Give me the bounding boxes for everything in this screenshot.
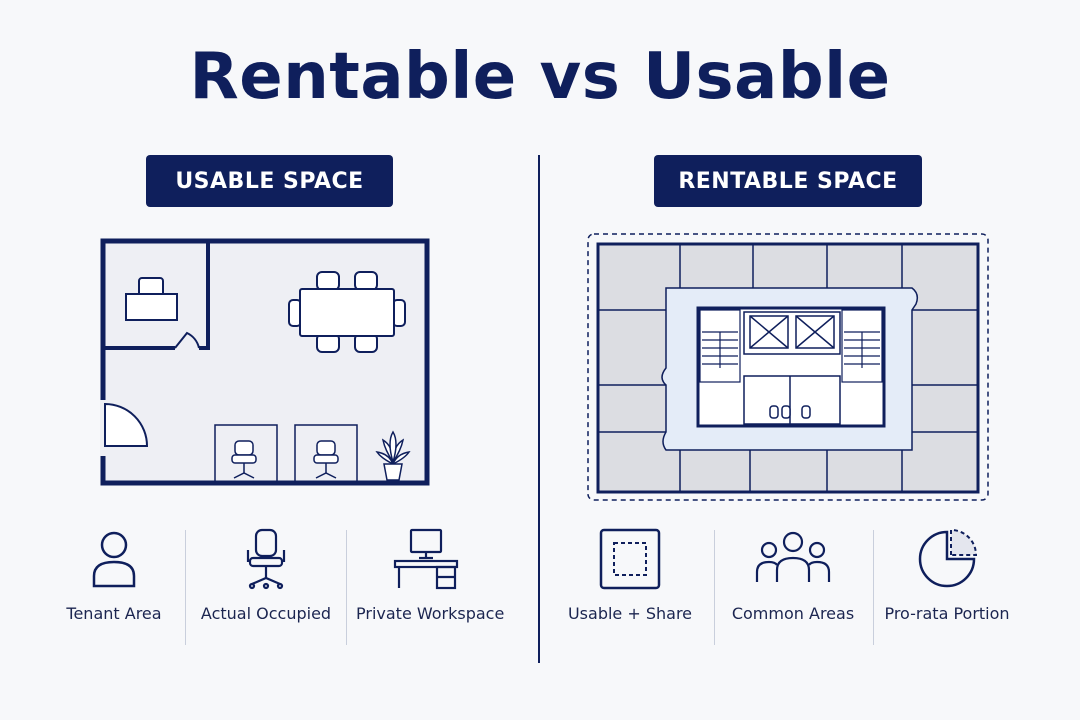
legend-actual-occupied: Actual Occupied (196, 528, 336, 623)
restrooms (743, 375, 841, 425)
legend-separator (714, 530, 715, 645)
pie-slice-icon (918, 528, 978, 588)
legend-label-pro-rata-portion: Pro-rata Portion (884, 604, 1010, 623)
rentable-space-floor-plan (587, 233, 989, 501)
legend-common-areas: Common Areas (724, 528, 862, 623)
legend-label-usable-share: Usable + Share (567, 604, 693, 623)
rentable-boundary (587, 233, 989, 501)
office-chair-icon (246, 528, 286, 590)
usable-space-badge: USABLE SPACE (146, 155, 393, 207)
usable-space-floor-plan (100, 238, 430, 486)
workstation-chair-1 (231, 440, 257, 479)
workstation-cubicles (214, 424, 358, 483)
legend-tenant-area: Tenant Area (56, 528, 172, 623)
group-icon (755, 531, 831, 582)
page-title: Rentable vs Usable (189, 40, 891, 114)
legend-label-private-workspace: Private Workspace (356, 604, 505, 623)
legend-separator (185, 530, 186, 645)
legend-label-common-areas: Common Areas (731, 604, 855, 623)
stairwell-left (699, 309, 741, 383)
private-office-walls (103, 241, 210, 350)
person-icon (92, 531, 136, 588)
legend-separator (346, 530, 347, 645)
potted-plant (375, 430, 411, 481)
office-desk (125, 277, 178, 321)
legend-usable-share: Usable + Share (566, 528, 694, 623)
entry-door (100, 400, 149, 456)
desk-computer-icon (393, 528, 459, 590)
legend-pro-rata-portion: Pro-rata Portion (876, 528, 1018, 623)
elevators (743, 311, 841, 355)
office-door (174, 331, 200, 349)
legend-private-workspace: Private Workspace (356, 528, 505, 623)
legend-label-actual-occupied: Actual Occupied (200, 604, 332, 623)
center-divider (538, 155, 540, 663)
workstation-chair-2 (313, 440, 339, 479)
rentable-space-badge: RENTABLE SPACE (654, 155, 922, 207)
legend-label-tenant-area: Tenant Area (66, 604, 162, 623)
dashed-square-icon (599, 528, 661, 590)
office-partitions (598, 244, 978, 492)
legend-separator (873, 530, 874, 645)
conference-table (288, 271, 406, 353)
stairwell-right (841, 309, 883, 383)
